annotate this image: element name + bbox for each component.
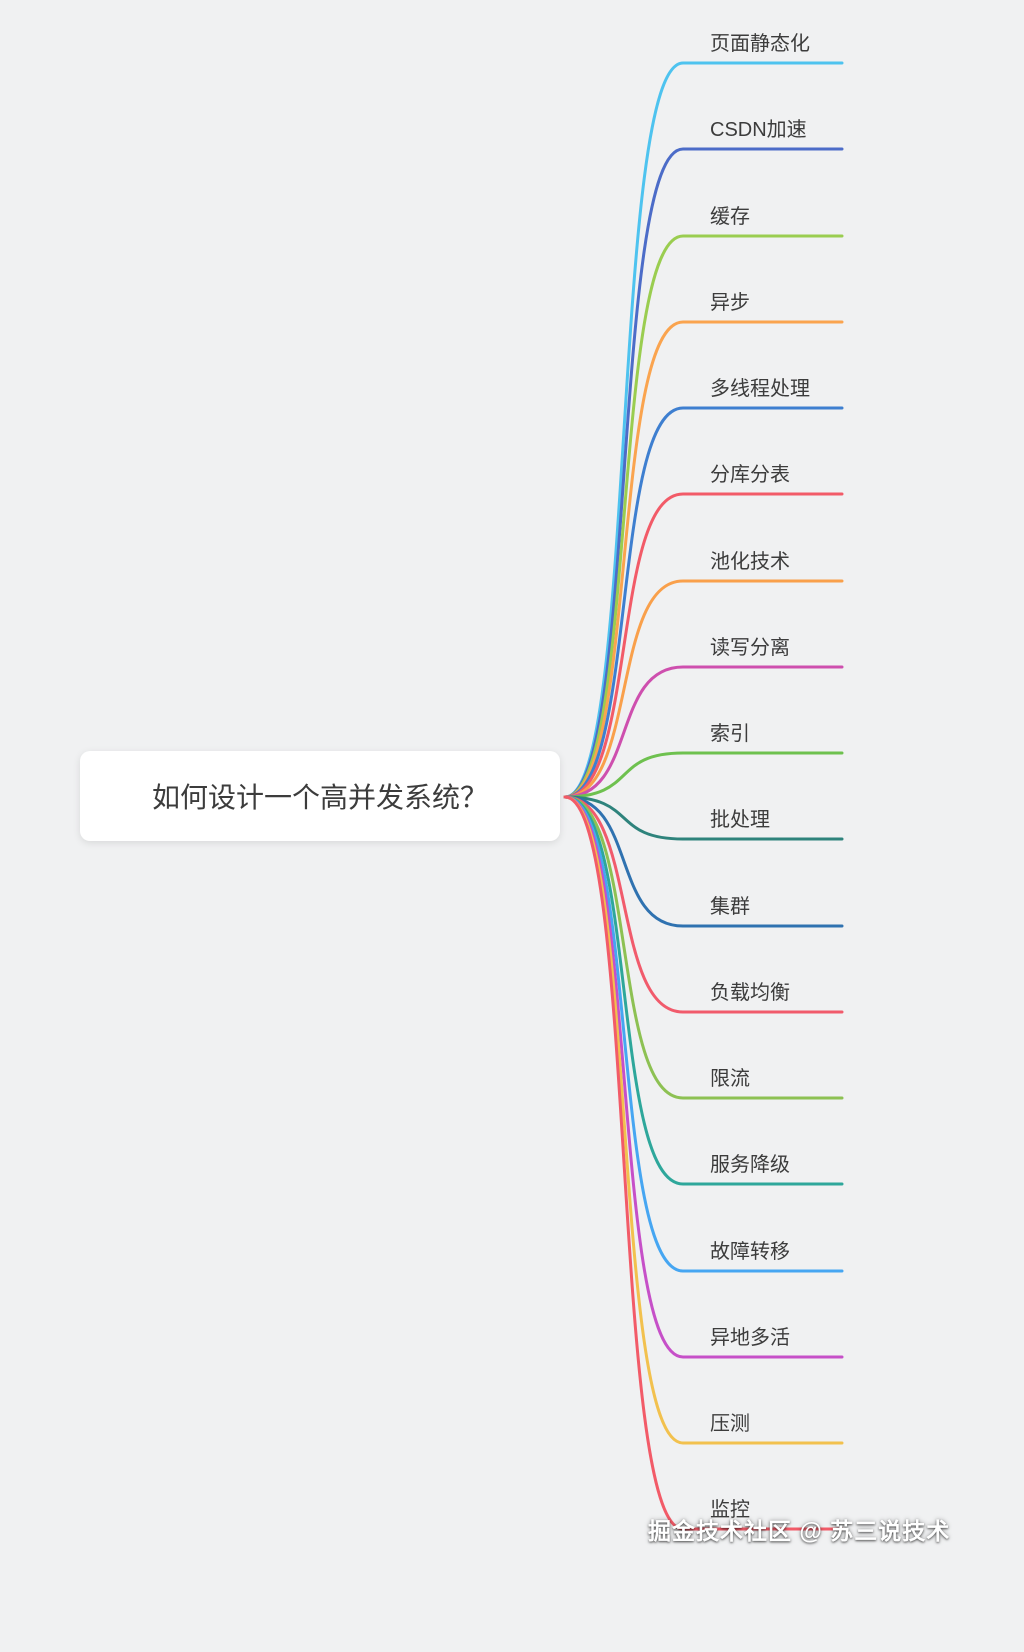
branch-link-7: [563, 579, 844, 799]
branch-node-1[interactable]: 页面静态化: [710, 33, 810, 55]
branch-link-2: [563, 147, 844, 799]
branch-link-3: [563, 234, 844, 799]
branch-node-12[interactable]: 负载均衡: [710, 982, 790, 1004]
branch-link-6: [563, 492, 844, 799]
root-node-label: 如何设计一个高并发系统？: [151, 782, 488, 813]
branch-node-3[interactable]: 缓存: [710, 206, 750, 228]
branch-link-9: [563, 751, 844, 799]
branch-node-7[interactable]: 池化技术: [710, 551, 790, 573]
branch-link-4: [563, 320, 844, 799]
branch-node-16[interactable]: 异地多活: [710, 1327, 790, 1349]
branch-link-12: [563, 795, 844, 1014]
branch-link-10: [563, 795, 844, 841]
branch-node-15[interactable]: 故障转移: [710, 1241, 790, 1263]
branch-node-17[interactable]: 压测: [710, 1413, 750, 1435]
branch-link-18: [563, 795, 844, 1531]
branch-node-9[interactable]: 索引: [710, 723, 750, 745]
branch-node-18[interactable]: 监控: [710, 1499, 750, 1521]
branch-link-13: [563, 795, 844, 1100]
watermark-text: 掘金技术社区 @ 苏三说技术: [648, 1518, 951, 1544]
root-node[interactable]: 如何设计一个高并发系统？: [80, 751, 560, 841]
branch-node-2[interactable]: CSDN加速: [710, 119, 807, 141]
branch-node-13[interactable]: 限流: [710, 1068, 750, 1090]
branch-node-8[interactable]: 读写分离: [710, 637, 790, 659]
branch-node-6[interactable]: 分库分表: [710, 464, 790, 486]
branch-node-5[interactable]: 多线程处理: [710, 378, 810, 400]
branch-link-11: [563, 795, 844, 928]
branch-link-8: [563, 665, 844, 799]
branch-link-14: [563, 795, 844, 1186]
branch-link-5: [563, 406, 844, 799]
branch-node-10[interactable]: 批处理: [710, 809, 770, 831]
branch-node-11[interactable]: 集群: [710, 896, 750, 918]
branch-node-4[interactable]: 异步: [710, 292, 750, 314]
branch-node-14[interactable]: 服务降级: [710, 1154, 790, 1176]
